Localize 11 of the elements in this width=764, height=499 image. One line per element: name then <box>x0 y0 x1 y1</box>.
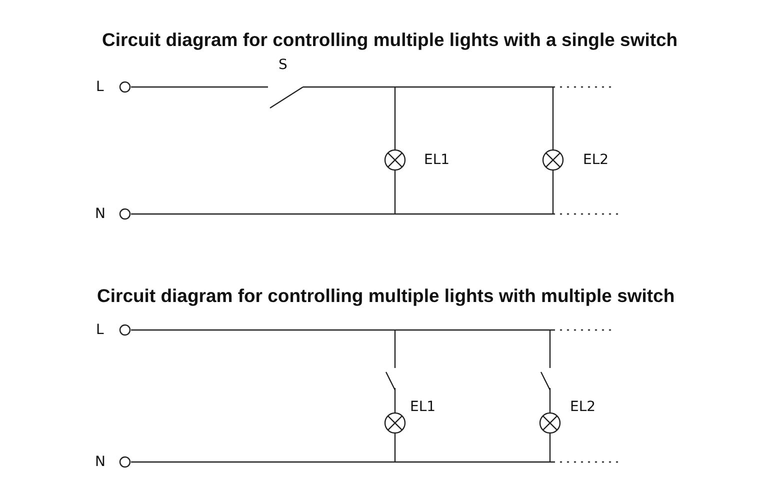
lamp-label: EL2 <box>583 152 609 168</box>
diagram-heading: Circuit diagram for controlling multiple lights with multiple switch <box>97 285 675 307</box>
switch-label: S <box>278 57 288 73</box>
terminal-label: N <box>95 206 106 222</box>
terminal-label: L <box>96 322 104 338</box>
lamp-label: EL1 <box>424 152 450 168</box>
terminal-label: N <box>95 454 106 470</box>
terminal-label: L <box>96 79 104 95</box>
lamp-label: EL2 <box>570 399 596 415</box>
diagram-heading: Circuit diagram for controlling multiple lights with a single switch <box>102 29 678 51</box>
lamp-label: EL1 <box>410 399 436 415</box>
